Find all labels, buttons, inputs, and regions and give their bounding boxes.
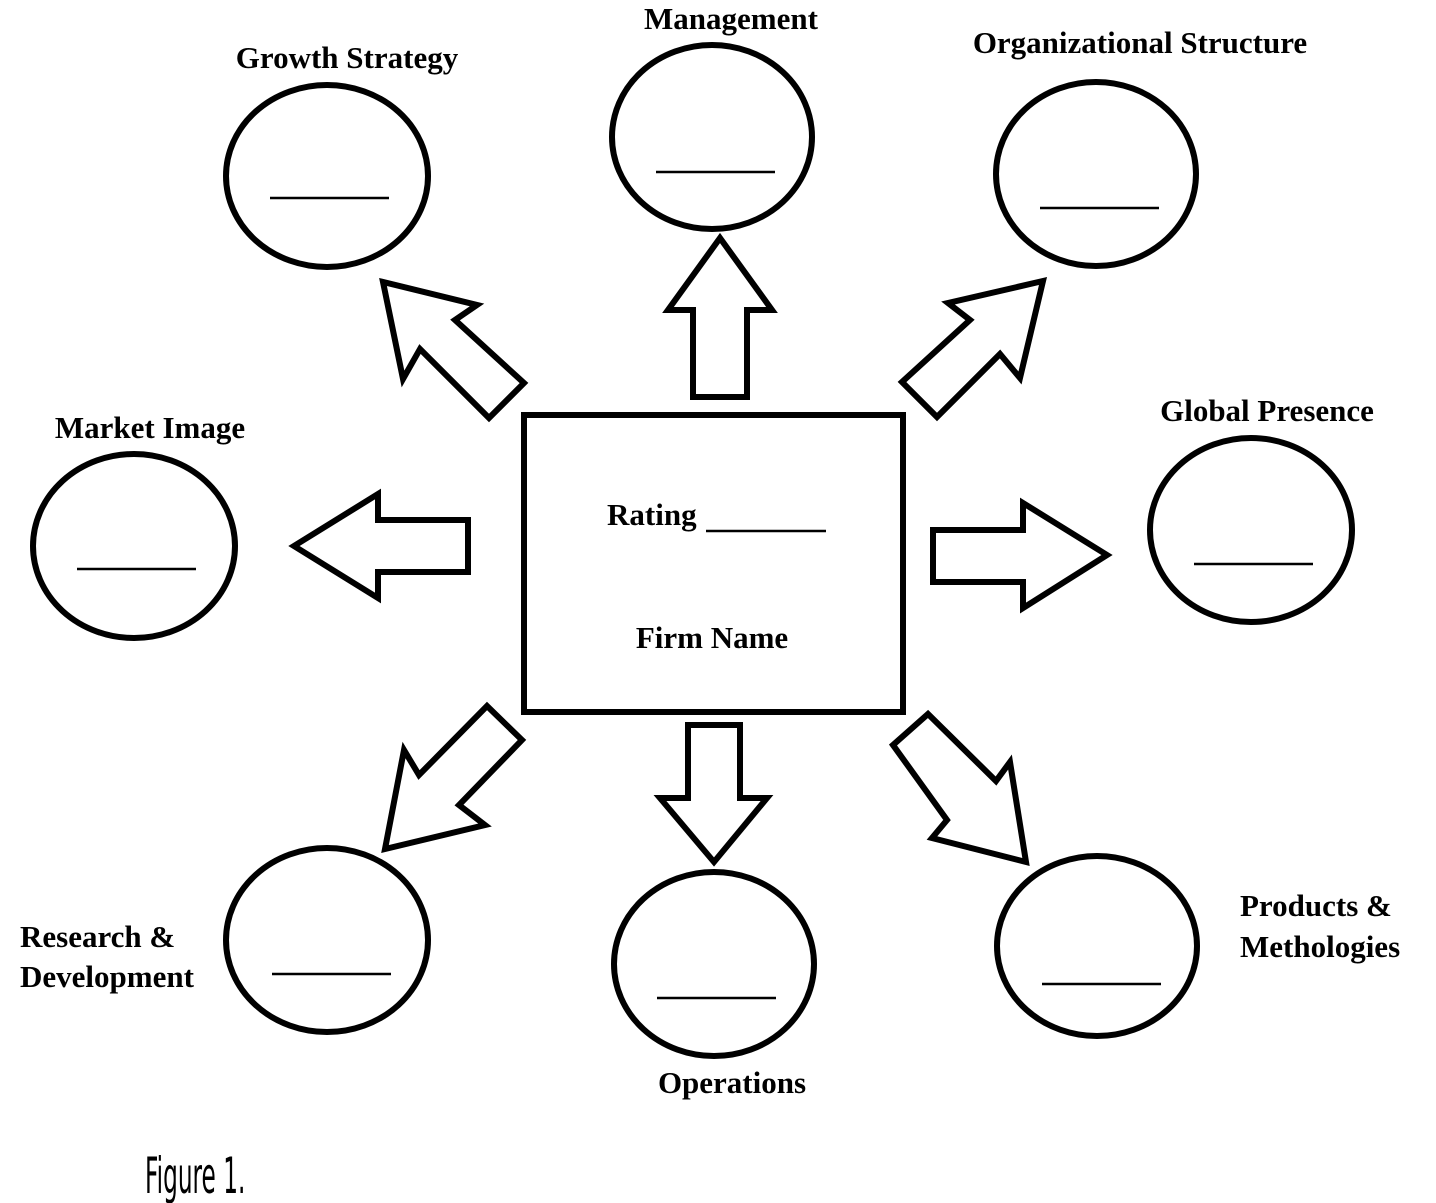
rating-label: Rating (607, 497, 697, 532)
management-label: Management (644, 1, 819, 36)
operations-label: Operations (658, 1065, 806, 1100)
research-development-label-line2: Development (20, 959, 195, 994)
market-image-label: Market Image (55, 410, 245, 445)
research-development-arrow (381, 701, 527, 854)
growth-strategy-circle (223, 82, 431, 270)
management-arrow (662, 232, 778, 400)
organizational-structure-label: Organizational Structure (973, 25, 1307, 60)
products-methologies-circle (994, 853, 1200, 1039)
organizational-structure-circle (993, 79, 1199, 269)
organizational-structure-arrow (897, 276, 1048, 422)
global-presence-circle (1147, 435, 1355, 625)
growth-strategy-arrow (379, 277, 529, 423)
research-development-label-line1: Research & (20, 919, 175, 954)
products-methologies-arrow (888, 709, 1030, 867)
products-methologies-label-line2: Methologies (1240, 929, 1400, 964)
global-presence-label: Global Presence (1160, 393, 1374, 428)
products-methologies-label-line1: Products & (1240, 888, 1392, 923)
market-image-arrow (288, 488, 471, 604)
management-circle (609, 42, 815, 232)
firm-box (521, 412, 906, 715)
growth-strategy-label: Growth Strategy (236, 40, 459, 75)
market-image-circle (30, 451, 238, 641)
firm-name-label: Firm Name (636, 620, 788, 655)
operations-arrow (653, 722, 774, 867)
operations-circle (611, 869, 817, 1059)
figure-caption: Figure 1. (145, 1148, 245, 1203)
global-presence-arrow (930, 497, 1113, 614)
research-development-circle (223, 845, 431, 1035)
